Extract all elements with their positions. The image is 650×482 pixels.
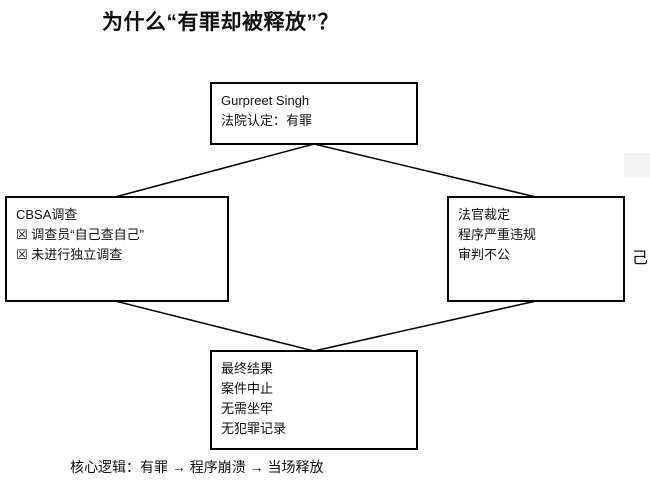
node-line: 法官裁定 (458, 207, 511, 222)
node-line: ☒ 调查员“自己查自己” (16, 227, 144, 242)
node-line: 程序严重违规 (458, 227, 537, 242)
node-line: 审判不公 (458, 247, 511, 262)
node-line: 最终结果 (221, 361, 274, 376)
node-judge-ruling: 法官裁定 程序严重违规 审判不公 (447, 196, 625, 302)
node-line: 无需坐牢 (221, 401, 274, 416)
node-final-outcome: 最终结果 案件中止 无需坐牢 无犯罪记录 (210, 350, 418, 450)
page-title: 为什么“有罪却被释放”？ (102, 11, 339, 34)
connector-right-to-bottom (313, 300, 537, 352)
screen-artifact (624, 153, 650, 177)
node-line: CBSA调查 (16, 207, 78, 222)
node-court-verdict: Gurpreet Singh 法院认定：有罪 (210, 82, 418, 145)
node-line: 无犯罪记录 (221, 421, 287, 436)
connector-top-to-left (114, 143, 315, 198)
connector-left-to-bottom (114, 300, 315, 352)
node-line: 案件中止 (221, 381, 274, 396)
node-line: ☒ 未进行独立调查 (16, 247, 123, 262)
node-cbsa-investigation: CBSA调查 ☒ 调查员“自己查自己” ☒ 未进行独立调查 (5, 196, 229, 302)
core-logic-summary: 核心逻辑：有罪 → 程序崩溃 → 当场释放 (70, 459, 324, 475)
node-line: Gurpreet Singh (221, 93, 310, 108)
stray-character: 己 (632, 250, 649, 267)
connector-top-to-right (313, 143, 537, 198)
node-line: 法院认定：有罪 (221, 113, 313, 128)
